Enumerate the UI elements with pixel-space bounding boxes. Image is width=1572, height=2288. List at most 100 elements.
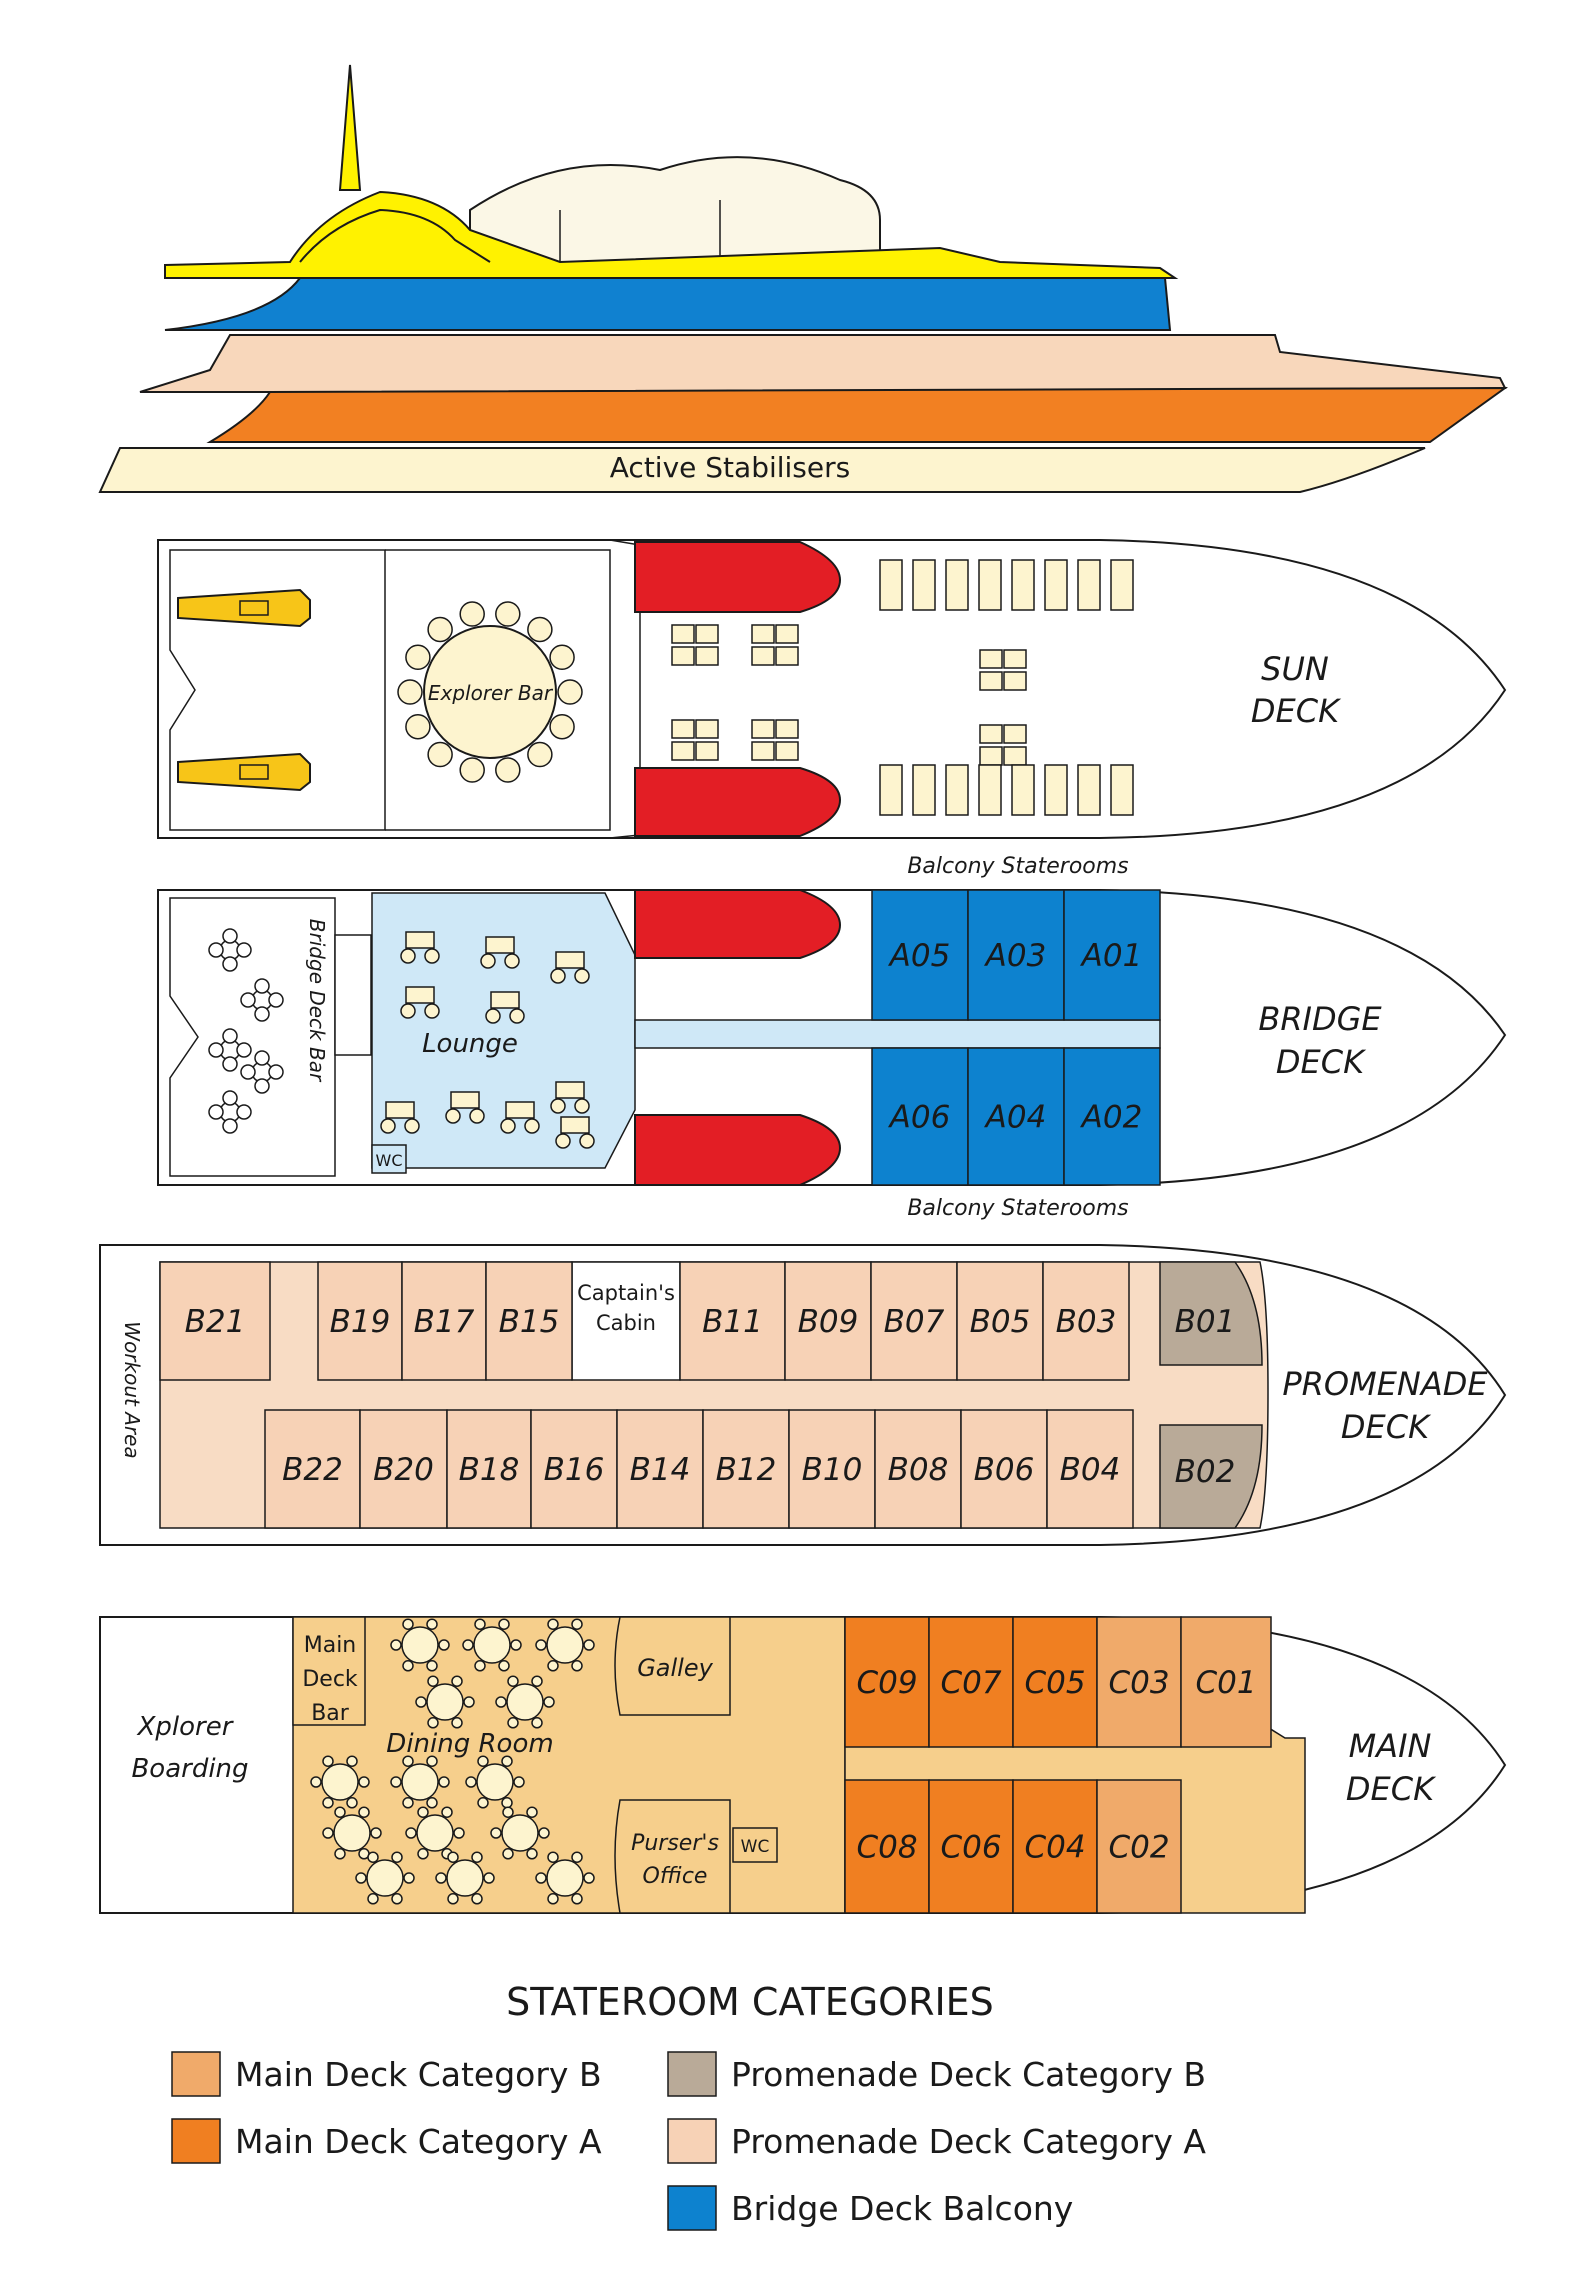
- lounger: [978, 764, 1002, 816]
- dining-chair: [334, 1848, 346, 1860]
- legend-label-bridge-balcony: Bridge Deck Balcony: [731, 2189, 1073, 2228]
- cabin-C06: [928, 1779, 1014, 1914]
- sun-table: [695, 741, 719, 761]
- dining-chair: [417, 1806, 429, 1818]
- cabin-B01-label: B01: [1175, 1304, 1236, 1340]
- dining-chair: [471, 1851, 483, 1863]
- sun-deck-plan: Explorer Bar SUN DECK: [157, 539, 1507, 839]
- legend-label-promenade-b: Promenade Deck Category B: [731, 2055, 1206, 2094]
- main-bar-label-1: Main: [304, 1633, 357, 1658]
- dining-chair: [547, 1660, 559, 1672]
- bar-chair: [405, 644, 431, 671]
- dining-chair: [403, 1872, 415, 1884]
- cabin-B15: [485, 1261, 573, 1381]
- bar-chair: [527, 616, 553, 643]
- dining-chair: [417, 1848, 429, 1860]
- bar-seat: [240, 992, 256, 1008]
- sun-deck-loungers: [879, 559, 1134, 816]
- cabin-B21-label: B21: [185, 1304, 246, 1340]
- legend-swatch-main-b: [171, 2051, 221, 2097]
- main-bar-label-2: Deck: [302, 1667, 358, 1692]
- lounge-label: Lounge: [422, 1029, 518, 1059]
- dining-chair: [415, 1696, 427, 1708]
- legend-swatch-promenade-a: [667, 2118, 717, 2164]
- legend-swatch-promenade-b: [667, 2051, 717, 2097]
- lounge-stool: [504, 953, 520, 969]
- cabin-C05: [1012, 1616, 1098, 1748]
- lounge-stool: [509, 1008, 525, 1024]
- cabin-C09-label: C09: [856, 1665, 917, 1701]
- cabin-B01: [1159, 1261, 1263, 1366]
- dining-chair: [571, 1618, 583, 1630]
- bar-seat: [254, 1078, 270, 1094]
- dining-chair: [402, 1660, 414, 1672]
- legend-label-main-b: Main Deck Category B: [235, 2055, 602, 2094]
- cabin-C01: [1180, 1616, 1272, 1748]
- sun-table: [671, 624, 695, 644]
- cabin-B04: [1046, 1409, 1134, 1529]
- cabin-B05-label: B05: [970, 1304, 1031, 1340]
- main-deck-title-1: MAIN: [1349, 1727, 1432, 1765]
- explorer-bar-table: [397, 601, 583, 783]
- dining-chair: [474, 1660, 486, 1672]
- cabin-B17-label: B17: [414, 1304, 475, 1340]
- bar-chair: [459, 757, 485, 783]
- main-deck-bar: [292, 1616, 366, 1726]
- lounge-stool: [400, 948, 416, 964]
- cabin-B22-label: B22: [282, 1452, 343, 1488]
- lounge-stool: [555, 1133, 571, 1149]
- dining-chair: [405, 1827, 417, 1839]
- sun-table: [751, 719, 775, 739]
- dining-chair: [571, 1893, 583, 1905]
- bar-seat: [236, 1104, 252, 1120]
- dining-chair: [346, 1797, 358, 1809]
- lounge-seat: [385, 1101, 415, 1119]
- lounge-stool: [400, 1003, 416, 1019]
- cabin-B18: [446, 1409, 532, 1529]
- dining-chair: [547, 1618, 559, 1630]
- dining-chair: [355, 1872, 367, 1884]
- cabin-A04-label: A04: [984, 1100, 1047, 1136]
- dining-table: [476, 1763, 514, 1801]
- dining-table: [426, 1683, 464, 1721]
- dining-table: [333, 1814, 371, 1852]
- lower-hull: [98, 447, 1426, 493]
- lounge-seat: [450, 1091, 480, 1109]
- lounge-stool: [524, 1118, 540, 1134]
- cabin-B02-label: B02: [1175, 1454, 1236, 1490]
- legend-label-promenade-a: Promenade Deck Category A: [731, 2122, 1206, 2161]
- cabin-B15-label: B15: [499, 1304, 560, 1340]
- cabin-C08: [844, 1779, 930, 1914]
- cabin-C03-label: C03: [1108, 1665, 1169, 1701]
- zodiac-bottom: [177, 752, 311, 792]
- main-deck-plan: Xplorer Boarding Main Deck Bar Galley Pu…: [99, 1616, 1507, 1914]
- cabin-B07: [870, 1261, 958, 1381]
- bar-seat: [268, 1064, 284, 1080]
- dining-chair: [453, 1827, 465, 1839]
- sun-table: [671, 719, 695, 739]
- sun-table: [979, 671, 1003, 691]
- bar-chair: [549, 713, 575, 740]
- bar-chair: [405, 713, 431, 740]
- promenade-deck-title-2: DECK: [1341, 1408, 1432, 1446]
- cabin-A06: [871, 1047, 969, 1186]
- cabin-C02: [1096, 1779, 1182, 1914]
- sun-table: [695, 719, 719, 739]
- lifeboat-3: [634, 889, 842, 959]
- lounge-stool: [480, 953, 496, 969]
- bar-chair: [549, 644, 575, 671]
- bar-chair: [397, 679, 423, 705]
- lounge-stool: [380, 1118, 396, 1134]
- galley-label: Galley: [637, 1654, 713, 1682]
- cabin-A06-label: A06: [888, 1100, 951, 1136]
- cabin-B18-label: B18: [459, 1452, 520, 1488]
- dining-chair: [426, 1797, 438, 1809]
- cabin-B14: [616, 1409, 704, 1529]
- lounge-stool: [404, 1118, 420, 1134]
- dining-chair: [322, 1797, 334, 1809]
- dining-chair: [402, 1618, 414, 1630]
- ship-profile: Active Stabilisers: [98, 64, 1509, 493]
- bar-seat: [240, 1064, 256, 1080]
